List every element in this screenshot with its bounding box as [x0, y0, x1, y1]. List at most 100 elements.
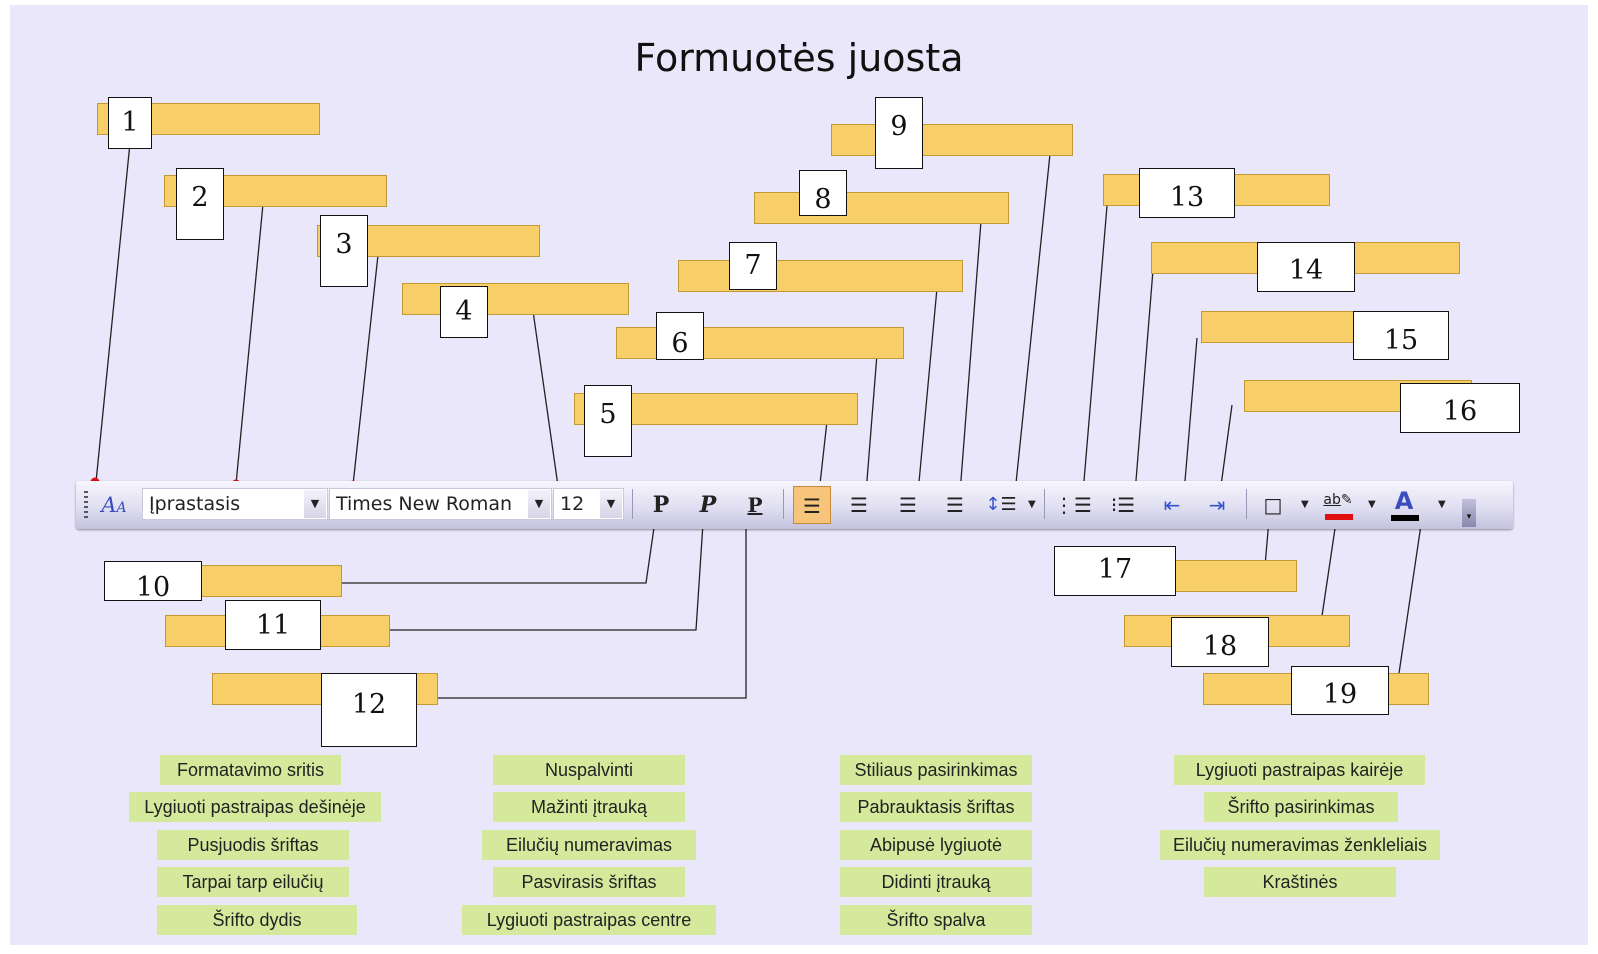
- callout-number-13: 13: [1139, 168, 1235, 218]
- font-size-combo-value: 12: [560, 493, 585, 515]
- connector-13: [1082, 205, 1108, 494]
- bullets-button[interactable]: ⁝☰: [1104, 486, 1142, 524]
- answer-field-4[interactable]: [402, 283, 629, 315]
- connector-9: [1014, 153, 1051, 494]
- callout-number-5: 5: [584, 385, 632, 457]
- font-color-button[interactable]: A: [1385, 486, 1423, 524]
- align-left-icon: ☰: [803, 494, 821, 518]
- callout-number-11: 11: [225, 600, 321, 650]
- highlight-dropdown-icon[interactable]: ▼: [1368, 499, 1376, 510]
- answer-field-8[interactable]: [754, 192, 1009, 224]
- borders-button[interactable]: □: [1254, 486, 1292, 524]
- line-spacing-icon: ↕: [985, 494, 1001, 515]
- legend-term[interactable]: Lygiuoti pastraipas centre: [462, 905, 716, 935]
- connector-12: [430, 517, 747, 699]
- legend-term[interactable]: Abipusė lygiuotė: [840, 830, 1032, 860]
- connector-6: [865, 353, 878, 494]
- toolbar-separator: [1246, 489, 1247, 519]
- callout-number-18: 18: [1171, 617, 1269, 667]
- font-size-combo[interactable]: 12 ▼: [553, 488, 624, 520]
- font-combo[interactable]: Times New Roman ▼: [329, 488, 552, 520]
- callout-number-6: 6: [656, 312, 704, 360]
- borders-dropdown-icon[interactable]: ▼: [1301, 499, 1309, 510]
- align-center-button[interactable]: ☰: [840, 486, 878, 524]
- legend-term[interactable]: Pabrauktasis šriftas: [840, 792, 1032, 822]
- italic-button[interactable]: P: [689, 486, 727, 524]
- legend-term[interactable]: Šrifto dydis: [157, 905, 357, 935]
- line-spacing-button[interactable]: ↕☰: [985, 494, 1017, 515]
- connector-11: [383, 507, 705, 631]
- chevron-down-icon[interactable]: ▼: [600, 490, 622, 518]
- legend-term[interactable]: Šrifto spalva: [840, 905, 1032, 935]
- style-combo[interactable]: Įprastasis ▼: [142, 488, 328, 520]
- align-right-icon: ☰: [899, 493, 917, 517]
- line-spacing-dropdown-icon[interactable]: ▼: [1028, 499, 1036, 510]
- chevron-down-icon[interactable]: ▼: [528, 490, 550, 518]
- font-combo-value: Times New Roman: [336, 493, 513, 515]
- legend-term[interactable]: Tarpai tarp eilučių: [157, 867, 349, 897]
- font-color-dropdown-icon[interactable]: ▼: [1438, 499, 1446, 510]
- connector-19: [1397, 517, 1423, 681]
- connector-4: [532, 310, 559, 487]
- callout-number-4: 4: [440, 286, 488, 338]
- toolbar-options-handle[interactable]: ▾: [1462, 499, 1476, 527]
- increase-indent-icon: ⇥: [1208, 493, 1226, 517]
- chevron-down-icon[interactable]: ▼: [304, 490, 326, 518]
- font-color-button-label: A: [1394, 487, 1414, 515]
- legend-term[interactable]: Mažinti įtrauką: [493, 792, 685, 822]
- connector-2: [235, 203, 264, 485]
- toolbar-separator: [632, 489, 633, 519]
- callout-number-8: 8: [799, 170, 847, 216]
- callout-number-7: 7: [729, 242, 777, 290]
- callout-number-15: 15: [1353, 311, 1449, 360]
- toolbar-grip-handle[interactable]: [84, 491, 88, 519]
- answer-field-7[interactable]: [678, 260, 963, 292]
- style-combo-value: Įprastasis: [149, 493, 241, 515]
- styles-and-formatting-icon[interactable]: AA: [101, 493, 127, 517]
- legend-term[interactable]: Šrifto pasirinkimas: [1204, 792, 1398, 822]
- justify-icon: ☰: [946, 493, 964, 517]
- decrease-indent-button[interactable]: ⇤: [1153, 486, 1191, 524]
- justify-button[interactable]: ☰: [936, 486, 974, 524]
- bold-button[interactable]: P: [642, 486, 680, 524]
- legend-term[interactable]: Eilučių numeravimas ženkleliais: [1160, 830, 1440, 860]
- legend-term[interactable]: Pasvirasis šriftas: [493, 867, 685, 897]
- legend-term[interactable]: Nuspalvinti: [493, 755, 685, 785]
- borders-icon: □: [1263, 493, 1283, 517]
- callout-number-14: 14: [1257, 242, 1355, 292]
- diagram-background: [10, 5, 1588, 945]
- formatting-toolbar: AA Įprastasis ▼ Times New Roman ▼ 12 ▼ P…: [76, 481, 1513, 529]
- callout-number-17: 17: [1054, 546, 1176, 596]
- callout-number-19: 19: [1291, 666, 1389, 715]
- align-right-button[interactable]: ☰: [889, 486, 927, 524]
- callout-number-3: 3: [320, 215, 368, 287]
- highlight-button[interactable]: ab✎: [1319, 486, 1357, 524]
- callout-number-2: 2: [176, 168, 224, 240]
- underline-button-label: P: [747, 493, 763, 517]
- legend-term[interactable]: Formatavimo sritis: [160, 755, 341, 785]
- toolbar-separator: [783, 489, 784, 519]
- answer-field-9[interactable]: [831, 124, 1073, 156]
- legend-term[interactable]: Didinti įtrauką: [840, 867, 1032, 897]
- highlight-button-label: ab: [1323, 492, 1341, 508]
- increase-indent-button[interactable]: ⇥: [1198, 486, 1236, 524]
- diagram-title: Formuotės juosta: [634, 36, 964, 80]
- numbered-list-icon: ⋮☰: [1054, 493, 1092, 517]
- align-left-button[interactable]: ☰: [793, 486, 831, 524]
- connector-1: [95, 142, 131, 483]
- legend-term[interactable]: Pusjuodis šriftas: [157, 830, 349, 860]
- align-center-icon: ☰: [850, 493, 868, 517]
- legend-term[interactable]: Lygiuoti pastraipas kairėje: [1174, 755, 1425, 785]
- legend-term[interactable]: Kraštinės: [1204, 867, 1396, 897]
- connector-10: [336, 506, 658, 584]
- connector-7: [917, 287, 938, 494]
- legend-term[interactable]: Stiliaus pasirinkimas: [840, 755, 1032, 785]
- decrease-indent-icon: ⇤: [1163, 493, 1181, 517]
- callout-number-10: 10: [104, 561, 202, 601]
- legend-term[interactable]: Eilučių numeravimas: [482, 830, 696, 860]
- callout-number-16: 16: [1400, 383, 1520, 433]
- legend-term[interactable]: Lygiuoti pastraipas dešinėje: [129, 792, 381, 822]
- underline-button[interactable]: P: [736, 486, 774, 524]
- numbering-button[interactable]: ⋮☰: [1054, 486, 1092, 524]
- connector-16: [1219, 404, 1233, 494]
